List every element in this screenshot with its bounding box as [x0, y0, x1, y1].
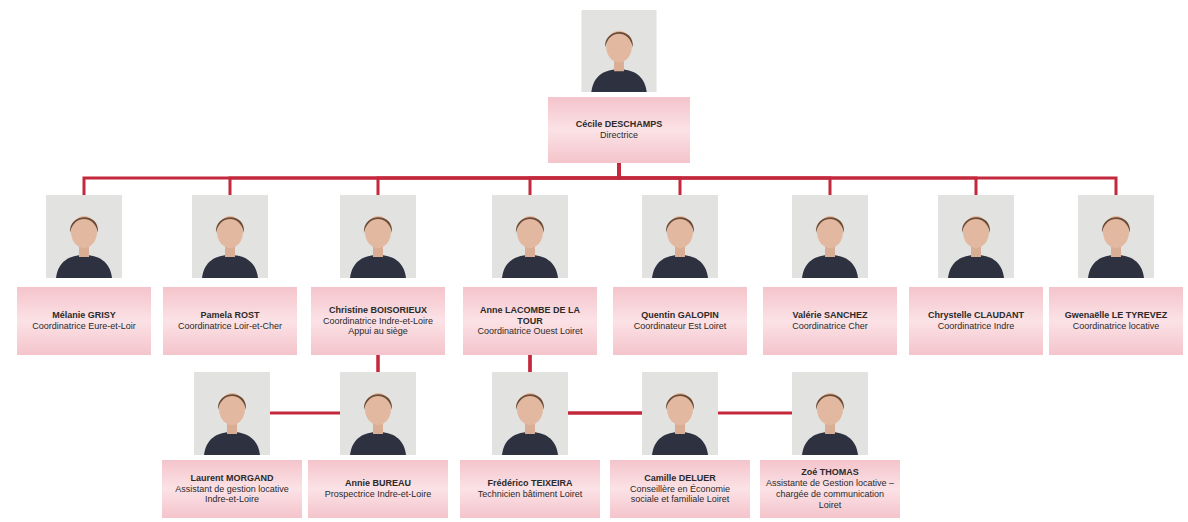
- photo-space: [460, 372, 600, 460]
- org-connector: [619, 163, 1116, 195]
- job-title: Coordinatrice Eure-et-Loir: [32, 321, 136, 332]
- job-title: Coordinatrice Cher: [792, 321, 868, 332]
- name-box: Quentin GALOPINCoordinateur Est Loiret: [613, 287, 747, 355]
- person-name: Frédérico TEIXEIRA: [487, 478, 572, 489]
- job-title: Coordinatrice Indre-et-Loire Appui au si…: [316, 316, 440, 338]
- name-box: Anne LACOMBE DE LA TOURCoordinatrice Oue…: [463, 287, 597, 355]
- photo-space: [1049, 195, 1183, 287]
- org-connector: [530, 163, 619, 195]
- org-node: Zoé THOMASAssistante de Gestion locative…: [760, 372, 900, 518]
- portrait-photo: [792, 372, 868, 455]
- name-box: Christine BOISORIEUXCoordinatrice Indre-…: [311, 287, 445, 355]
- name-box: Gwenaëlle LE TYREVEZCoordinatrice locati…: [1049, 287, 1183, 355]
- portrait-photo: [581, 10, 656, 92]
- portrait-photo: [938, 195, 1014, 278]
- person-name: Pamela ROST: [200, 310, 259, 321]
- name-box: Cécile DESCHAMPSDirectrice: [548, 97, 690, 163]
- photo-space: [548, 10, 690, 97]
- org-node: Chrystelle CLAUDANTCoordinatrice Indre: [909, 195, 1043, 355]
- portrait-photo: [1078, 195, 1154, 278]
- person-name: Christine BOISORIEUX: [329, 305, 427, 316]
- org-node: Valérie SANCHEZCoordinatrice Cher: [763, 195, 897, 355]
- org-node: Laurent MORGANDAssistant de gestion loca…: [162, 372, 302, 518]
- portrait-photo: [492, 372, 568, 455]
- photo-space: [613, 195, 747, 287]
- person-name: Mélanie GRISY: [52, 310, 116, 321]
- person-name: Laurent MORGAND: [191, 473, 274, 484]
- job-title: Coordinatrice Loir-et-Cher: [178, 321, 282, 332]
- org-node: Gwenaëlle LE TYREVEZCoordinatrice locati…: [1049, 195, 1183, 355]
- person-name: Cécile DESCHAMPS: [576, 119, 663, 130]
- name-box: Mélanie GRISYCoordinatrice Eure-et-Loir: [17, 287, 151, 355]
- name-box: Chrystelle CLAUDANTCoordinatrice Indre: [909, 287, 1043, 355]
- person-name: Chrystelle CLAUDANT: [928, 310, 1024, 321]
- portrait-photo: [642, 372, 718, 455]
- org-connector: [377, 355, 380, 372]
- photo-space: [763, 195, 897, 287]
- org-connector: [378, 163, 619, 195]
- org-node: Camille DELUERConseillère en Économie so…: [610, 372, 750, 518]
- person-name: Quentin GALOPIN: [641, 310, 719, 321]
- job-title: Technicien bâtiment Loiret: [478, 489, 583, 500]
- person-name: Annie BUREAU: [345, 478, 411, 489]
- job-title: Conseillère en Économie sociale et famil…: [615, 484, 745, 506]
- portrait-photo: [340, 372, 416, 455]
- portrait-photo: [46, 195, 122, 278]
- org-node: Annie BUREAUProspectrice Indre-et-Loire: [308, 372, 448, 518]
- name-box: Valérie SANCHEZCoordinatrice Cher: [763, 287, 897, 355]
- job-title: Coordinatrice Ouest Loiret: [477, 326, 582, 337]
- job-title: Coordinateur Est Loiret: [634, 321, 727, 332]
- name-box: Pamela ROSTCoordinatrice Loir-et-Cher: [163, 287, 297, 355]
- org-connector: [84, 163, 619, 195]
- job-title: Coordinatrice Indre: [938, 321, 1015, 332]
- org-node: Quentin GALOPINCoordinateur Est Loiret: [613, 195, 747, 355]
- portrait-photo: [792, 195, 868, 278]
- portrait-photo: [194, 372, 270, 455]
- photo-space: [909, 195, 1043, 287]
- name-box: Frédérico TEIXEIRATechnicien bâtiment Lo…: [460, 460, 600, 518]
- person-name: Zoé THOMAS: [801, 467, 859, 478]
- name-box: Camille DELUERConseillère en Économie so…: [610, 460, 750, 518]
- job-title: Coordinatrice locative: [1073, 321, 1160, 332]
- name-box: Laurent MORGANDAssistant de gestion loca…: [162, 460, 302, 518]
- photo-space: [311, 195, 445, 287]
- person-name: Anne LACOMBE DE LA TOUR: [468, 305, 592, 327]
- org-node: Mélanie GRISYCoordinatrice Eure-et-Loir: [17, 195, 151, 355]
- portrait-photo: [192, 195, 268, 278]
- portrait-photo: [492, 195, 568, 278]
- person-name: Valérie SANCHEZ: [792, 310, 867, 321]
- portrait-photo: [642, 195, 718, 278]
- job-title: Prospectrice Indre-et-Loire: [325, 489, 432, 500]
- name-box: Zoé THOMASAssistante de Gestion locative…: [760, 460, 900, 518]
- photo-space: [610, 372, 750, 460]
- photo-space: [17, 195, 151, 287]
- person-name: Gwenaëlle LE TYREVEZ: [1065, 310, 1168, 321]
- photo-space: [308, 372, 448, 460]
- job-title: Assistant de gestion locative Indre-et-L…: [167, 484, 297, 506]
- org-node: Anne LACOMBE DE LA TOURCoordinatrice Oue…: [463, 195, 597, 355]
- photo-space: [163, 195, 297, 287]
- org-node: Cécile DESCHAMPSDirectrice: [548, 10, 690, 163]
- portrait-photo: [340, 195, 416, 278]
- org-node: Pamela ROSTCoordinatrice Loir-et-Cher: [163, 195, 297, 355]
- job-title: Assistante de Gestion locative – chargée…: [765, 478, 895, 510]
- photo-space: [463, 195, 597, 287]
- job-title: Directrice: [600, 130, 638, 141]
- org-node: Christine BOISORIEUXCoordinatrice Indre-…: [311, 195, 445, 355]
- org-node: Frédérico TEIXEIRATechnicien bâtiment Lo…: [460, 372, 600, 518]
- org-connector: [230, 163, 619, 195]
- person-name: Camille DELUER: [644, 473, 716, 484]
- photo-space: [760, 372, 900, 460]
- photo-space: [162, 372, 302, 460]
- name-box: Annie BUREAUProspectrice Indre-et-Loire: [308, 460, 448, 518]
